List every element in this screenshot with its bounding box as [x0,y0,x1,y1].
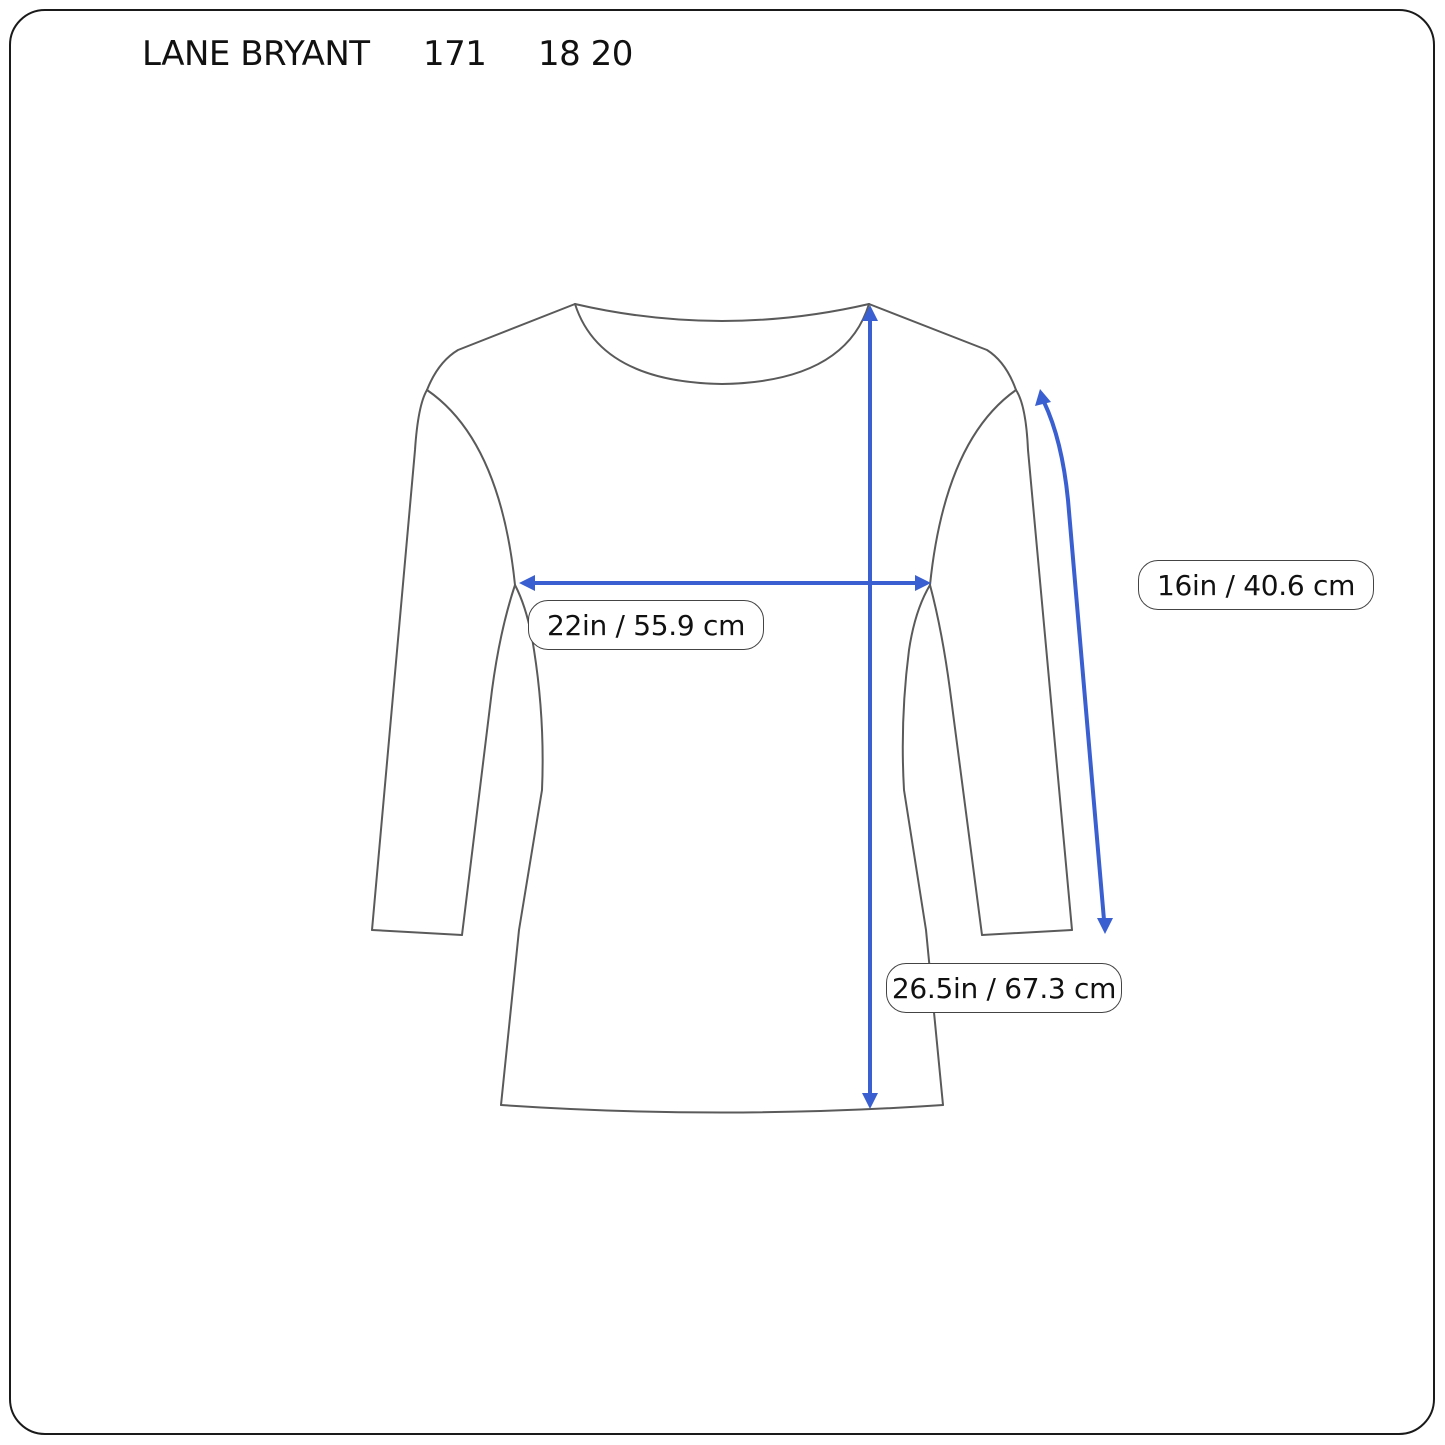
size-label: 18 20 [538,34,633,74]
sleeve-line [1042,401,1106,921]
right-side-seam [901,584,944,1106]
length-measurement-label: 26.5in / 67.3 cm [886,963,1122,1013]
brand-name: LANE BRYANT [142,34,370,74]
left-armhole-seam [426,389,516,586]
left-sleeve-cuff [371,929,463,936]
arrow-down-icon [862,1093,878,1109]
item-code: 171 [423,34,487,74]
right-sleeve-inner [929,584,983,936]
sleeve-measurement-label: 16in / 40.6 cm [1138,560,1374,610]
sleeve-measurement [1035,389,1113,934]
arrow-left-icon [519,575,535,591]
right-shoulder [868,303,1017,391]
chest-measurement-label: 22in / 55.9 cm [528,600,764,650]
chest-measurement [519,575,931,591]
right-armhole-seam [929,389,1017,586]
neckline-back [574,303,870,322]
diagram-frame [9,9,1435,1435]
right-sleeve-outer [1015,389,1073,931]
arrow-up-icon [1035,389,1051,406]
neckline-front [574,303,870,385]
arrow-down-icon [1097,918,1113,934]
hem [500,1104,944,1114]
left-shoulder [426,303,576,391]
length-measurement [862,305,878,1109]
left-side-seam [500,584,544,1106]
left-sleeve-inner [461,584,516,936]
arrow-right-icon [915,575,931,591]
left-sleeve-outer [371,389,428,931]
garment-outline [371,303,1073,1114]
right-sleeve-cuff [981,929,1073,936]
arrow-up-icon [862,305,878,321]
